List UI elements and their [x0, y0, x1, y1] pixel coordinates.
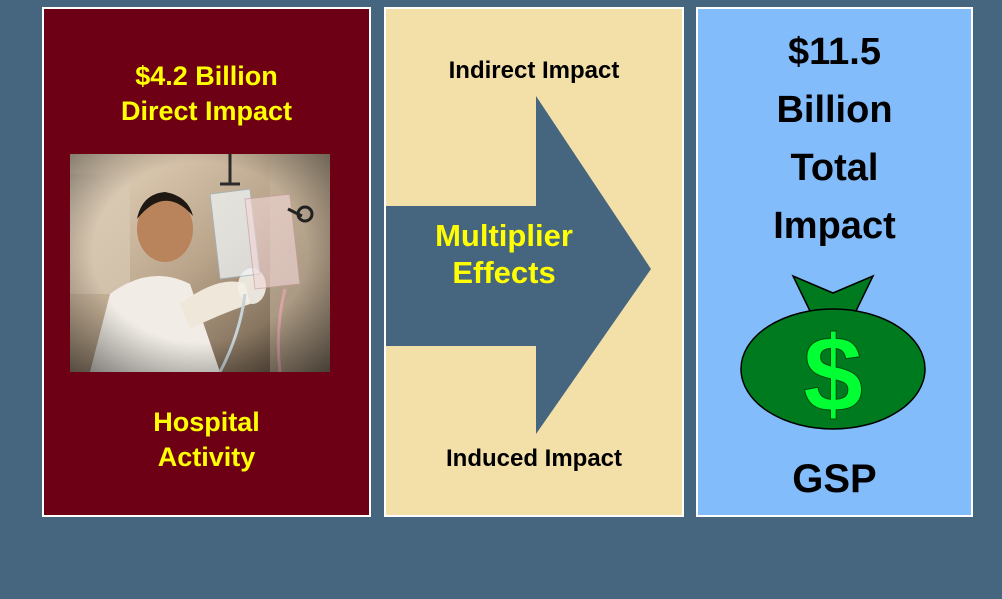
gsp-label: GSP [792, 457, 877, 501]
direct-impact-title: $4.2 Billion Direct Impact [120, 61, 293, 126]
money-bag-icon: $ [740, 274, 926, 431]
indirect-impact-label: Indirect Impact [448, 57, 620, 84]
right-arrow-icon [386, 96, 651, 434]
hospital-activity-label: Hospital Activity [153, 407, 260, 472]
total-impact-title: $11.5 Billion Total Impact [773, 31, 896, 247]
dollar-sign-icon: $ [803, 313, 863, 431]
total-impact-box: $11.5 Billion Total Impact $ GSP [696, 7, 973, 517]
multiplier-effects-box: Indirect Impact Multiplier Effects Induc… [384, 7, 684, 517]
induced-impact-label: Induced Impact [445, 445, 623, 472]
direct-impact-box: $4.2 Billion Direct Impact [42, 7, 371, 517]
multiplier-effects-label: Multiplier Effects [435, 218, 573, 290]
hospital-worker-photo [70, 154, 330, 372]
